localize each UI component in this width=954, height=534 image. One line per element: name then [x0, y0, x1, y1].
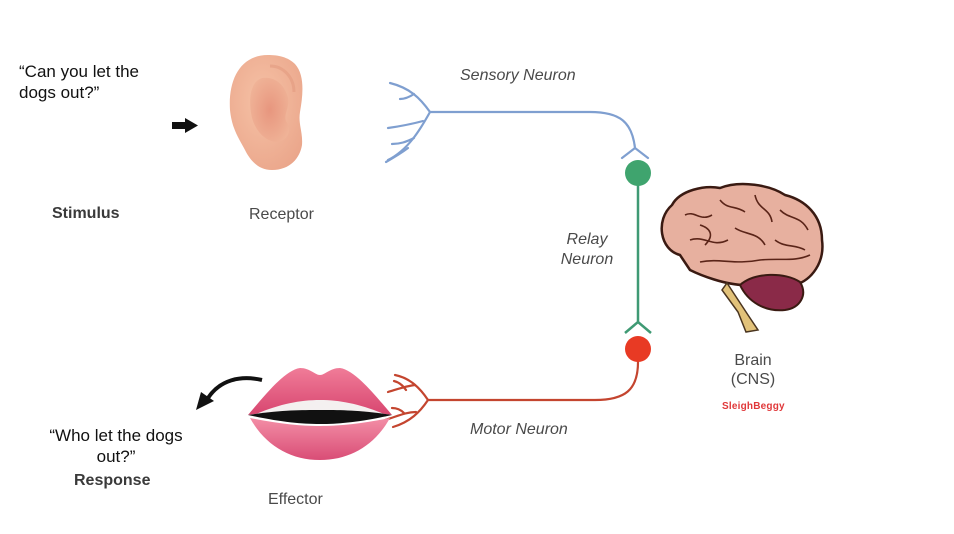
brain-label: Brain (CNS): [722, 351, 784, 389]
effector-label: Effector: [268, 491, 323, 508]
response-quote: “Who let the dogs out?”: [30, 425, 202, 467]
relay-neuron-label-line2: Neuron: [560, 251, 614, 268]
watermark: SleighBeggy: [722, 401, 785, 412]
ear-icon: [229, 55, 303, 170]
response-quote-line1: “Who let the dogs: [49, 426, 183, 445]
motor-neuron-soma: [625, 336, 651, 362]
curved-arrow-icon: [196, 376, 263, 410]
sensory-neuron: [384, 81, 650, 164]
relay-neuron-label: Relay Neuron: [552, 230, 622, 270]
brain-icon: [660, 182, 824, 333]
stimulus-quote: “Can you let the dogs out?”: [19, 62, 140, 102]
relay-neuron-label-line1: Relay: [566, 231, 608, 248]
brain-label-line1: Brain: [734, 352, 772, 369]
receptor-label: Receptor: [249, 206, 314, 223]
stimulus-label: Stimulus: [52, 205, 120, 222]
right-arrow-icon: [172, 118, 198, 133]
relay-neuron: [624, 160, 652, 334]
brain-label-line2: (CNS): [730, 371, 776, 388]
response-label: Response: [74, 472, 151, 489]
motor-neuron: [383, 360, 640, 429]
motor-neuron-label: Motor Neuron: [470, 421, 568, 438]
response-quote-line2: out?”: [96, 447, 136, 466]
sensory-neuron-label: Sensory Neuron: [460, 67, 576, 84]
lips-icon: [248, 368, 392, 460]
